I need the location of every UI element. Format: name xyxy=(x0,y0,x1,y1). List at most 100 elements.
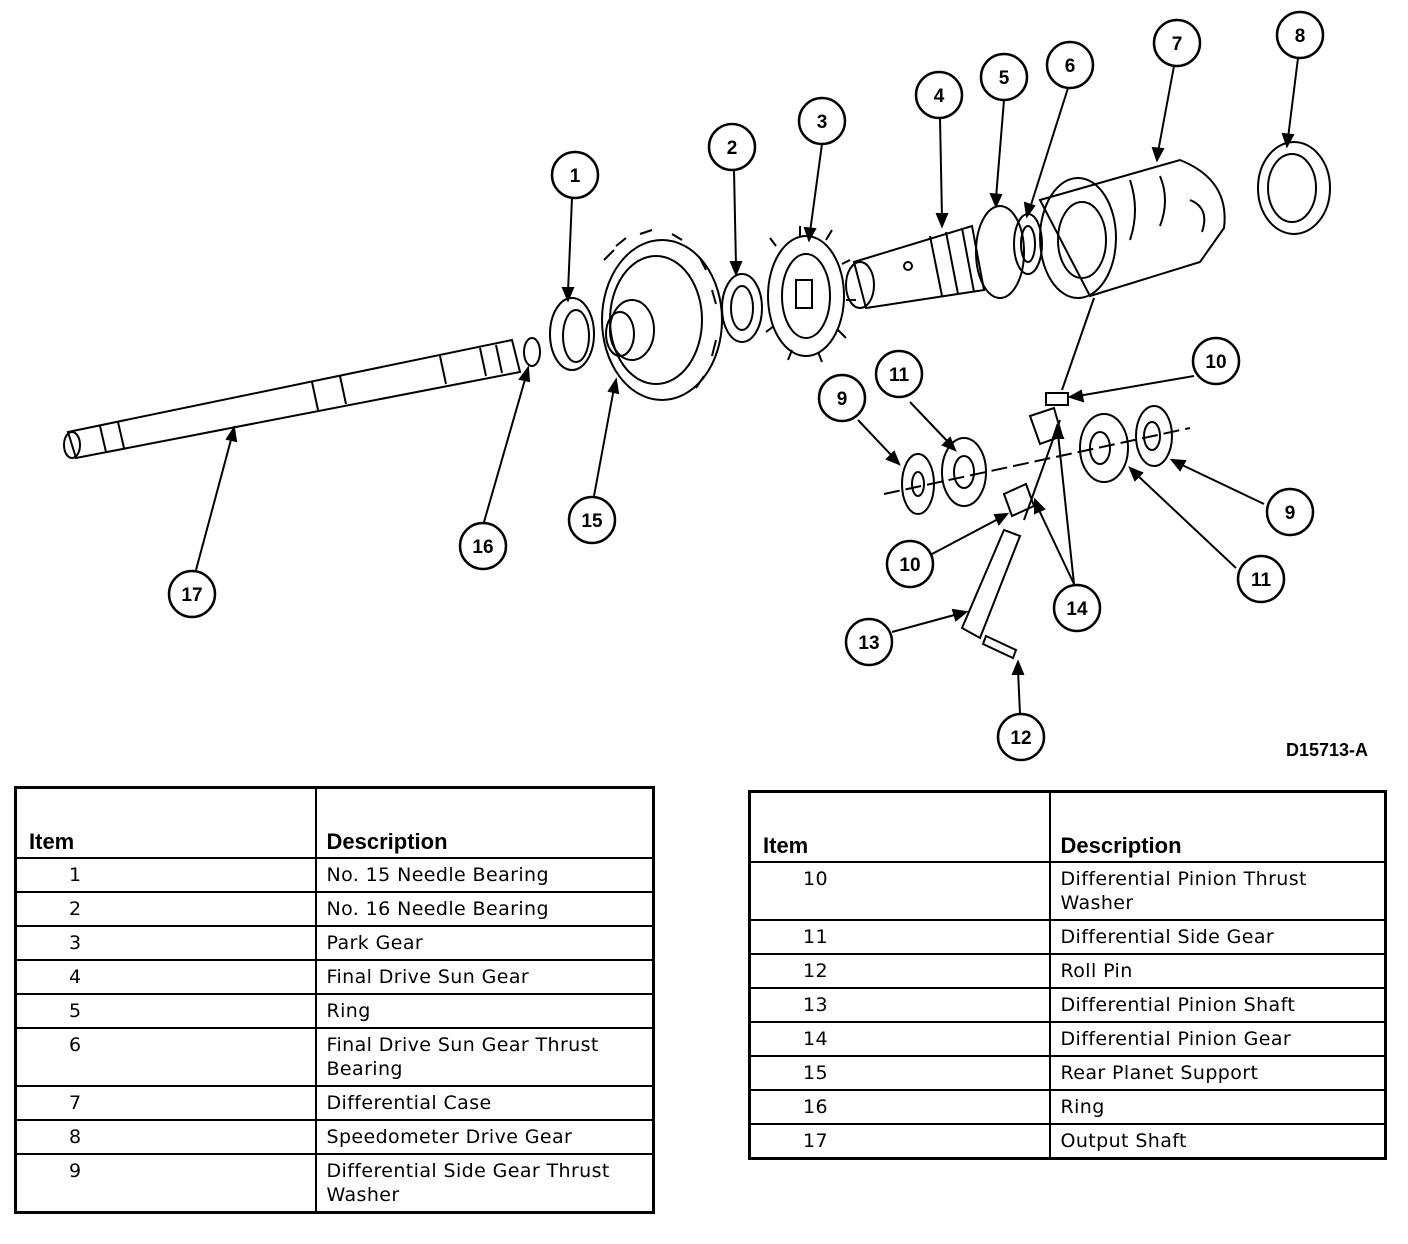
callout-13: 13 xyxy=(844,617,894,667)
callout-9: 9 xyxy=(817,373,867,423)
item-number: 15 xyxy=(748,1055,1051,1091)
thrust-bearing-6-part xyxy=(1013,213,1043,275)
rear-planet-support-part xyxy=(601,229,723,401)
item-description: Differential Pinion Thrust Washer xyxy=(1048,861,1387,921)
svg-text:2: 2 xyxy=(727,138,738,159)
column-header-description: Description xyxy=(1048,790,1387,863)
item-number: 9 xyxy=(14,1153,317,1214)
svg-text:10: 10 xyxy=(899,555,920,576)
svg-text:1: 1 xyxy=(570,166,581,187)
svg-text:13: 13 xyxy=(858,633,879,654)
final-drive-sun-gear-part xyxy=(845,224,986,310)
item-number: 13 xyxy=(748,987,1051,1023)
item-description: Speedometer Drive Gear xyxy=(314,1119,655,1155)
item-number: 4 xyxy=(14,959,317,995)
thrust-washer-9b-part xyxy=(1135,405,1173,467)
item-number: 2 xyxy=(14,891,317,927)
svg-text:10: 10 xyxy=(1205,352,1226,373)
figure-id: D15713-A xyxy=(1286,740,1369,760)
svg-text:11: 11 xyxy=(1251,570,1272,591)
callout-14: 14 xyxy=(1052,583,1102,633)
item-description: Roll Pin xyxy=(1048,953,1387,989)
callout-1: 1 xyxy=(550,150,600,200)
item-description: Differential Case xyxy=(314,1085,655,1121)
item-number: 3 xyxy=(14,925,317,961)
callout-10b: 10 xyxy=(885,539,935,589)
roll-pin-part xyxy=(981,634,1018,660)
item-description: Rear Planet Support xyxy=(1048,1055,1387,1091)
item-number: 16 xyxy=(748,1089,1051,1125)
item-number: 14 xyxy=(748,1021,1051,1057)
svg-text:6: 6 xyxy=(1065,56,1076,77)
callout-16: 16 xyxy=(458,521,508,571)
item-number: 11 xyxy=(748,919,1051,955)
svg-text:7: 7 xyxy=(1172,34,1183,55)
callout-11: 11 xyxy=(874,349,924,399)
callout-15: 15 xyxy=(567,495,617,545)
item-description: Ring xyxy=(314,993,655,1029)
svg-text:3: 3 xyxy=(817,112,828,133)
svg-text:11: 11 xyxy=(889,365,910,386)
callout-11b: 11 xyxy=(1236,554,1286,604)
ring-5-part xyxy=(975,205,1025,299)
needle-bearing-15-part xyxy=(549,297,595,371)
item-description: Final Drive Sun Gear xyxy=(314,959,655,995)
callout-9b: 9 xyxy=(1265,487,1315,537)
park-gear-part xyxy=(765,226,856,363)
callout-4: 4 xyxy=(914,70,964,120)
callout-2: 2 xyxy=(707,122,757,172)
pinion-washer-10a-part xyxy=(1045,392,1069,406)
callout-12: 12 xyxy=(996,712,1046,762)
svg-text:12: 12 xyxy=(1010,728,1031,749)
item-number: 5 xyxy=(14,993,317,1029)
callout-10: 10 xyxy=(1191,336,1241,386)
ring-16-part xyxy=(523,337,541,367)
callout-5: 5 xyxy=(979,52,1029,102)
column-header-item: Item xyxy=(748,790,1051,863)
item-description: Differential Pinion Gear xyxy=(1048,1021,1387,1057)
callout-17: 17 xyxy=(167,569,217,619)
item-description: Differential Side Gear Thrust Washer xyxy=(314,1153,655,1214)
exploded-parts-diagram: 1 2 3 4 5 6 7 8 9 10 11 12 13 14 15 16 1… xyxy=(63,10,1331,762)
item-number: 1 xyxy=(14,857,317,893)
differential-case-part xyxy=(1038,158,1226,299)
output-shaft-part xyxy=(63,338,522,460)
side-gear-11a-part xyxy=(941,437,987,507)
item-number: 6 xyxy=(14,1027,317,1087)
item-number: 8 xyxy=(14,1119,317,1155)
side-gear-11b-part xyxy=(1079,413,1129,483)
column-header-item: Item xyxy=(14,786,317,859)
item-number: 17 xyxy=(748,1123,1051,1160)
item-description: Final Drive Sun Gear Thrust Bearing xyxy=(314,1027,655,1087)
item-description: Differential Pinion Shaft xyxy=(1048,987,1387,1023)
item-description: No. 16 Needle Bearing xyxy=(314,891,655,927)
item-description: No. 15 Needle Bearing xyxy=(314,857,655,893)
svg-text:8: 8 xyxy=(1295,26,1306,47)
pinion-gear-14b-part xyxy=(1002,482,1036,518)
item-number: 7 xyxy=(14,1085,317,1121)
speedometer-drive-gear-part xyxy=(1257,141,1331,235)
item-description: Park Gear xyxy=(314,925,655,961)
callout-8: 8 xyxy=(1275,10,1325,60)
svg-text:4: 4 xyxy=(934,86,945,107)
svg-text:9: 9 xyxy=(1285,503,1296,524)
pinion-shaft-part xyxy=(960,528,1022,640)
item-description: Differential Side Gear xyxy=(1048,919,1387,955)
